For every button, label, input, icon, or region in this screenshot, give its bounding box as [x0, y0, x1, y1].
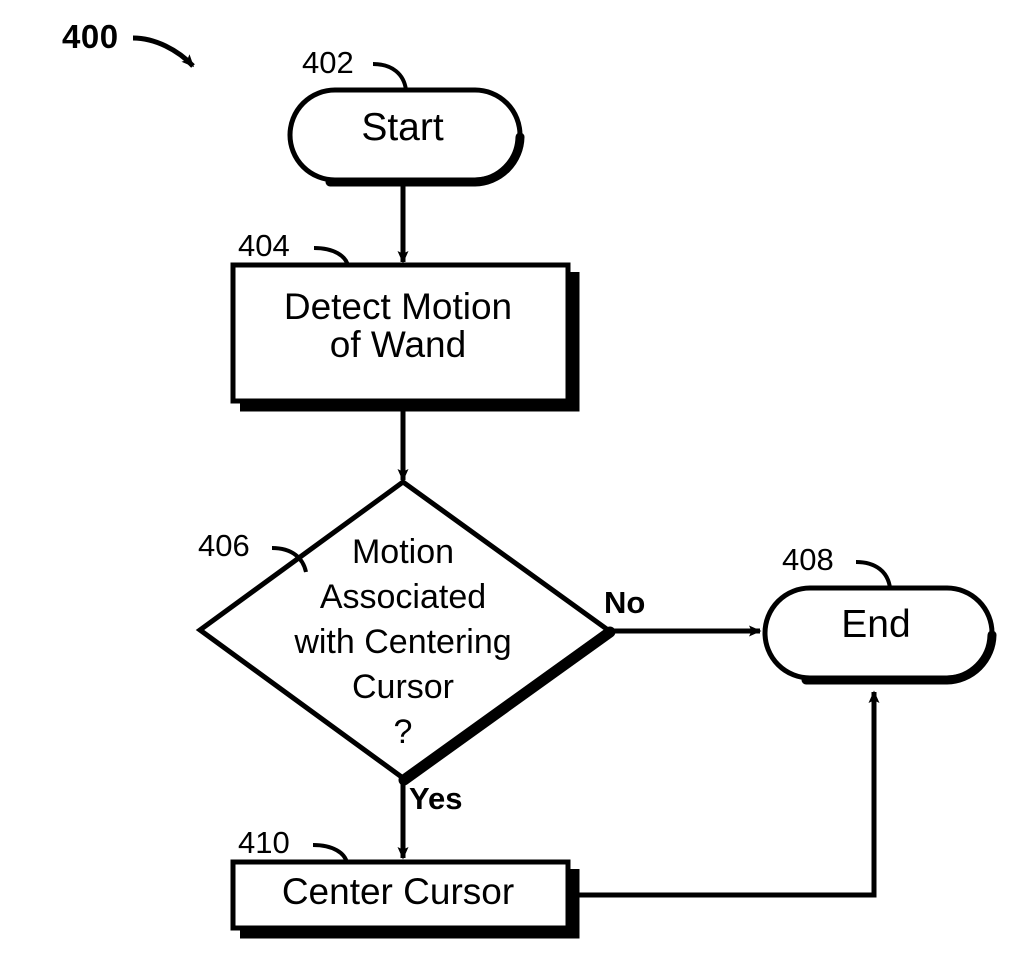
- ref-number-404: 404: [238, 228, 290, 263]
- node-center-cursor-shape: [230, 859, 580, 939]
- ref-leader-406: [271, 546, 308, 573]
- edge-label-no: No: [604, 585, 646, 620]
- ref-leader-402: [372, 62, 408, 91]
- edge-label-yes: Yes: [409, 781, 463, 816]
- ref-leader-404: [313, 246, 350, 267]
- edge-center-to-end: [568, 690, 880, 898]
- ref-number-410: 410: [238, 825, 290, 860]
- ref-leader-408: [855, 560, 892, 589]
- node-end-shape: [762, 585, 997, 685]
- node-decision-shape: [195, 478, 616, 786]
- figure-number-label: 400: [62, 18, 119, 55]
- figure-leader-arrow: [132, 35, 195, 68]
- ref-leader-410: [312, 843, 349, 864]
- node-detect-motion-shape: [230, 262, 580, 412]
- ref-number-402: 402: [302, 45, 354, 80]
- ref-number-408: 408: [782, 542, 834, 577]
- ref-number-406: 406: [198, 528, 250, 563]
- node-start-shape: [287, 87, 525, 187]
